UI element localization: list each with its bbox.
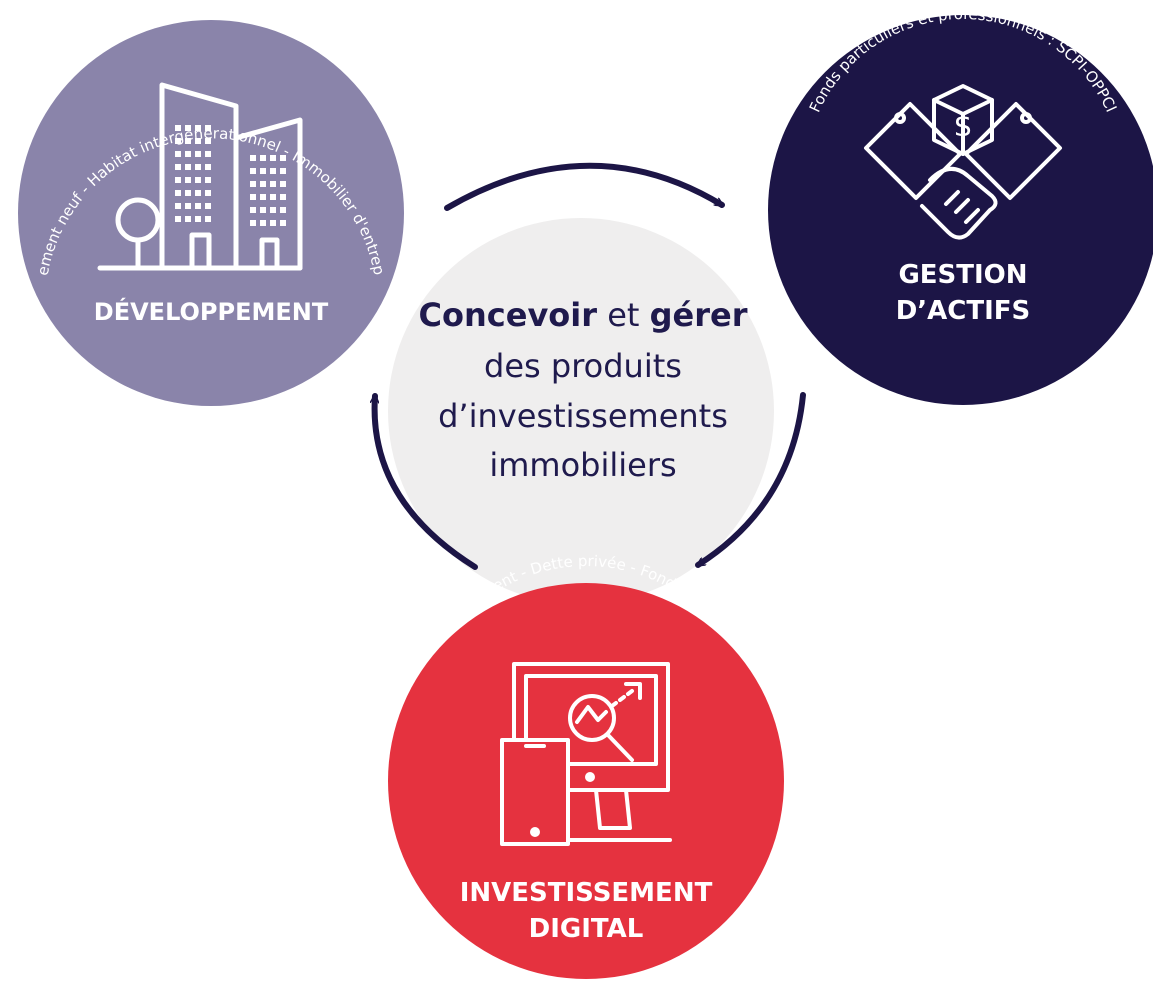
center-word-gerer: gérer	[650, 296, 748, 334]
center-line-3: d’investissements	[438, 397, 728, 435]
svg-text:Concevoir et gérer: Concevoir et gérer	[419, 296, 748, 334]
dollar-sign-icon: $	[953, 109, 972, 144]
investissement-title-line-2: DIGITAL	[529, 914, 644, 944]
buildings-icon	[97, 82, 303, 271]
developpement-title: DÉVELOPPEMENT	[94, 297, 329, 326]
arrow-top	[444, 162, 725, 211]
center-line-2: des produits	[484, 347, 682, 385]
building-windows	[175, 125, 286, 226]
investissement-title-line-1: INVESTISSEMENT	[460, 878, 713, 908]
center-circle	[388, 218, 774, 604]
gestion-title-line-2: D’ACTIFS	[896, 296, 1031, 326]
handshake-money-icon	[864, 84, 1062, 240]
arrow-right	[695, 392, 806, 568]
gestion-title-line-1: GESTION	[898, 260, 1027, 290]
gestion-circle: Fonds particuliers et professionnels : S…	[768, 5, 1153, 405]
center-word-concevoir: Concevoir	[419, 296, 598, 334]
center-line-4: immobiliers	[489, 446, 676, 484]
arrow-left	[375, 393, 478, 570]
investissement-circle: Financement - Dette privée - Fonds de de…	[388, 552, 784, 979]
center-text: Concevoir et gérer des produits d’invest…	[419, 296, 748, 484]
devices-analytics-icon	[500, 662, 672, 846]
center-connector: et	[597, 296, 650, 334]
developpement-circle: Logement neuf - Habitat intergénérationn…	[0, 0, 404, 406]
